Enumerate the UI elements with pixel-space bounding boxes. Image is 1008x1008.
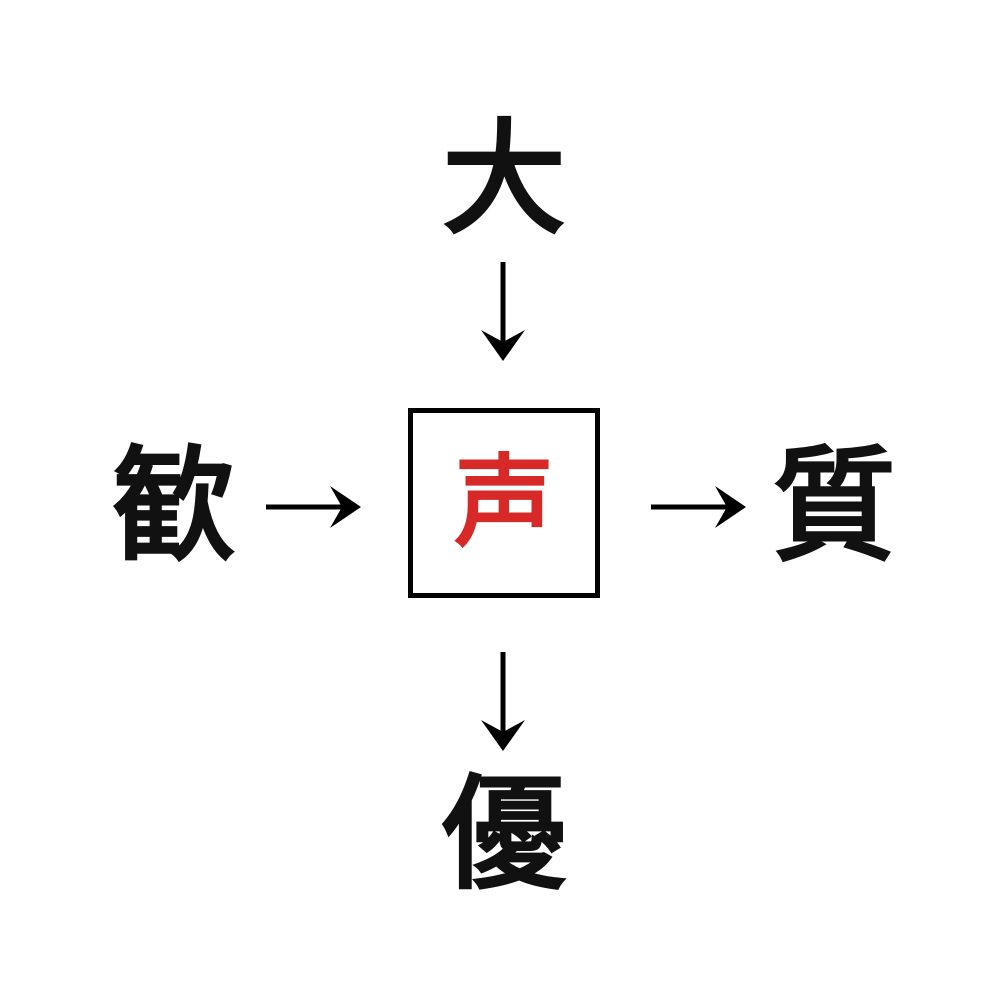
arrow-right-right-icon xyxy=(651,482,747,532)
kanji-node-right: 質 xyxy=(771,435,896,579)
arrow-right-left-icon xyxy=(266,482,362,532)
arrow-down-top-icon xyxy=(473,262,533,362)
kanji-node-top: 大 xyxy=(441,108,566,252)
kanji-node-center: 声 xyxy=(454,444,554,561)
kanji-center-box: 声 xyxy=(408,408,600,598)
arrow-down-bottom-icon xyxy=(473,652,533,752)
kanji-node-bottom: 優 xyxy=(441,763,566,907)
kanji-node-left: 歓 xyxy=(111,435,236,579)
